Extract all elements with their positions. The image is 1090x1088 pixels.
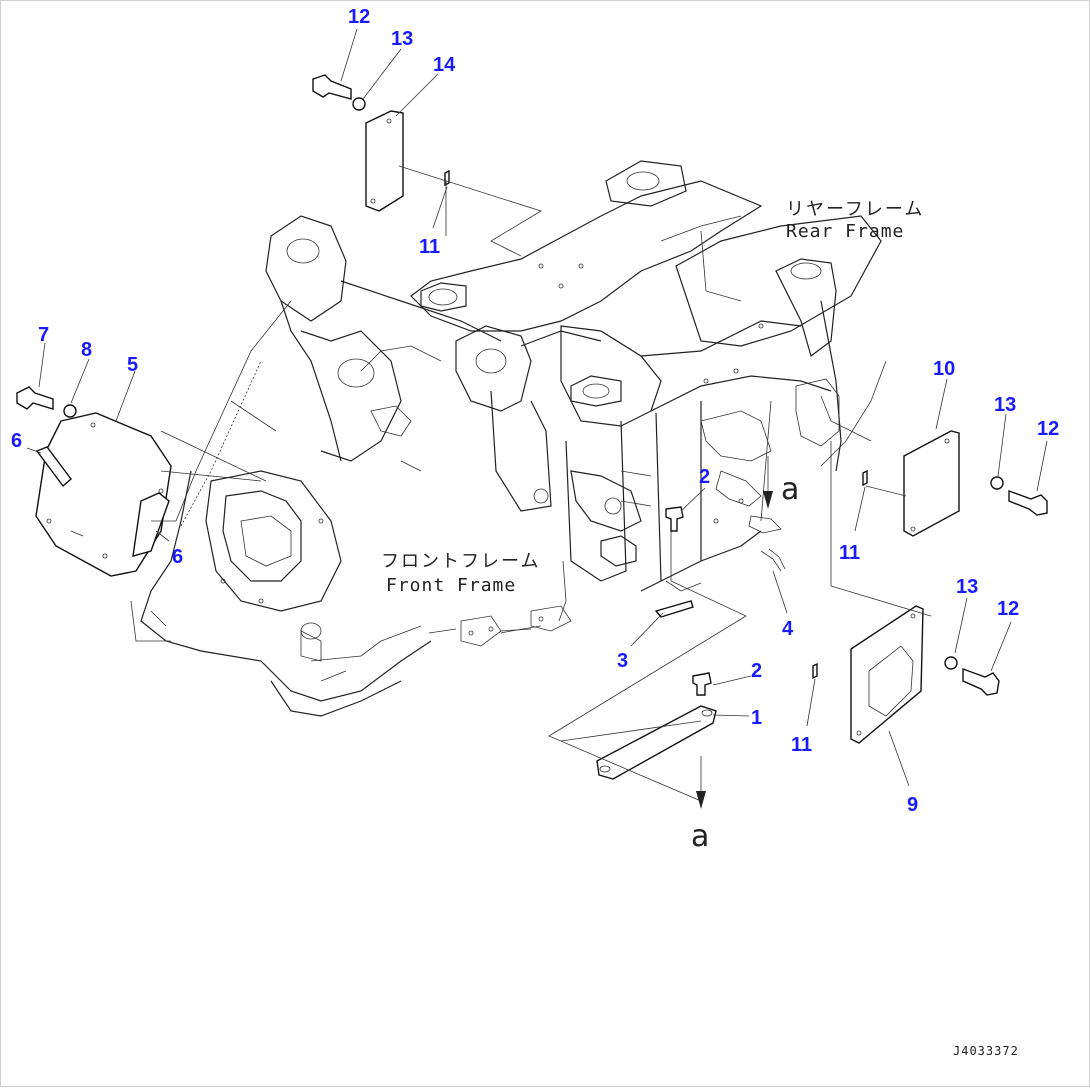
callout-2-lower: 2 <box>751 660 762 682</box>
rear-frame-label-jp: リヤーフレーム <box>786 199 924 220</box>
callout-leaders <box>26 28 1048 787</box>
callout-8: 8 <box>81 339 92 361</box>
part-11-shim-right <box>862 469 868 487</box>
part-11-shim-lower <box>812 662 818 680</box>
callout-11-lower: 11 <box>791 734 812 756</box>
document-id: J4033372 <box>953 1044 1019 1058</box>
callout-12-lower: 12 <box>997 598 1019 620</box>
front-frame-label-jp: フロントフレーム <box>381 551 540 572</box>
callout-10: 10 <box>933 358 955 380</box>
part-9-gasket-plate <box>850 605 924 744</box>
callout-6-right: 6 <box>172 546 183 568</box>
part-12-bolt-top <box>312 74 366 111</box>
part-7-bolt <box>16 386 77 418</box>
view-a-label-bottom: a <box>691 819 709 854</box>
callout-4: 4 <box>782 618 794 640</box>
part-10-cover-plate <box>903 430 960 537</box>
callout-11-top: 11 <box>419 236 440 258</box>
callout-6-left: 6 <box>11 430 22 452</box>
view-a-label-top: a <box>781 472 799 507</box>
callout-11-right: 11 <box>839 542 860 564</box>
callout-7: 7 <box>38 324 49 346</box>
callout-12-top: 12 <box>348 6 370 28</box>
part-3-stopper <box>654 600 694 618</box>
callout-2-upper: 2 <box>699 466 710 488</box>
callout-9: 9 <box>907 794 918 816</box>
part-6-bracket-left <box>35 446 72 488</box>
callout-3: 3 <box>617 650 628 672</box>
rear-frame-drawing <box>410 160 887 592</box>
part-2-bolt-lower <box>692 672 712 696</box>
callout-13-lower: 13 <box>956 576 978 598</box>
part-4-shim <box>760 548 786 572</box>
callout-14: 14 <box>433 54 456 76</box>
callout-13-top: 13 <box>391 28 413 50</box>
part-6-bracket-right <box>132 492 170 557</box>
view-a-arrow-bottom <box>696 756 706 809</box>
part-1-stopper-plate <box>596 705 717 780</box>
callout-12-right: 12 <box>1037 418 1059 440</box>
callout-5: 5 <box>127 354 138 376</box>
part-12-bolt-lower <box>944 656 1000 696</box>
front-frame-label-en: Front Frame <box>386 575 516 596</box>
callout-1: 1 <box>751 707 762 729</box>
part-12-bolt-right <box>990 476 1048 516</box>
view-a-arrow-top <box>763 456 773 509</box>
front-frame-drawing <box>130 215 572 717</box>
callout-13-right: 13 <box>994 394 1016 416</box>
rear-frame-label-en: Rear Frame <box>786 221 904 242</box>
part-14-cover-plate <box>365 110 404 212</box>
part-2-bolt-upper <box>665 506 684 532</box>
assembly-leader-lines <box>151 165 932 802</box>
